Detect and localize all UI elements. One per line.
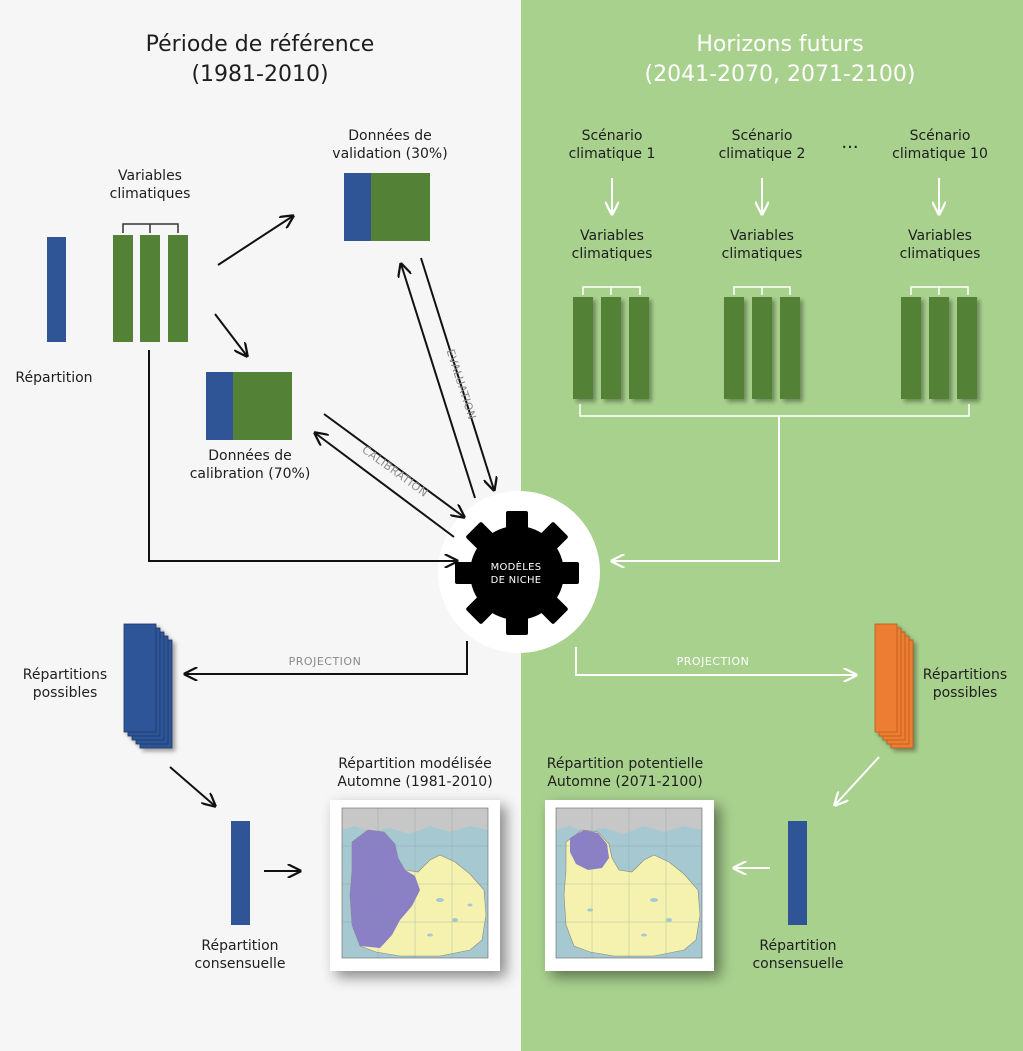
gear-label: MODÈLES DE NICHE <box>488 561 544 587</box>
possible-label-left-line2: possibles <box>32 684 98 701</box>
calibration-label-line1: Données de <box>208 448 292 464</box>
map-caption-left-line1: Répartition modélisée <box>338 756 492 772</box>
scenario-ellipsis: ... <box>841 132 859 153</box>
arrow-scenarios-to-model <box>612 416 780 561</box>
scenario-2-label: Scénario climatique 2 <box>702 128 822 163</box>
right-title-line2: (2041-2070, 2071-2100) <box>644 61 916 87</box>
variables-label-s10-line2: climatiques <box>899 245 981 262</box>
arrow-evaluation-down <box>420 257 494 490</box>
variables-label-s1-line1: Variables <box>580 228 644 244</box>
consensus-label-left-line1: Répartition <box>201 938 279 954</box>
calibration-data-block <box>206 372 292 440</box>
arrow-calibration-forward <box>323 413 464 517</box>
variables-label-s1-line2: climatiques <box>571 245 653 262</box>
consensus-label-left-line2: consensuelle <box>194 955 286 972</box>
variables-bars-scenario-10 <box>901 286 977 399</box>
possible-repartitions-stack-left <box>123 623 173 749</box>
consensus-label-right: Répartition consensuelle <box>738 938 858 973</box>
possible-repartitions-stack-right <box>874 623 914 749</box>
validation-label-line2: validation (30%) <box>332 145 448 162</box>
gear-icon <box>455 511 579 635</box>
scenario-10-label-line2: climatique 10 <box>892 145 988 162</box>
left-title-line1: Période de référence <box>145 32 375 57</box>
scenario-2-label-line1: Scénario <box>731 128 793 144</box>
validation-label: Données de validation (30%) <box>320 128 460 163</box>
consensus-bar-right <box>788 821 807 925</box>
gear-label-line2: DE NICHE <box>490 575 542 586</box>
validation-data-block <box>344 173 430 241</box>
scenario-1-label-line2: climatique 1 <box>568 145 656 162</box>
scenario-10-label: Scénario climatique 10 <box>875 128 1005 163</box>
calibration-label: Données de calibration (70%) <box>180 448 320 483</box>
arrow-to-consensus-right <box>835 756 880 805</box>
gear-label-line1: MODÈLES <box>490 562 542 573</box>
map-caption-left-line2: Automne (1981-2010) <box>337 773 493 790</box>
scenario-1-label: Scénario climatique 1 <box>552 128 672 163</box>
arrow-calibration-back <box>315 433 455 538</box>
map-potential-2071-2100 <box>545 800 714 971</box>
variables-label-left-line2: climatiques <box>109 185 191 202</box>
possible-label-right-line2: possibles <box>932 684 998 701</box>
possible-label-right: Répartitions possibles <box>910 667 1020 702</box>
arrow-to-consensus-left <box>169 766 215 806</box>
arrow-repartition-to-model <box>148 350 457 561</box>
variables-label-scenario-10: Variables climatiques <box>880 228 1000 263</box>
possible-label-left-line1: Répartitions <box>22 667 108 683</box>
arrow-to-calibration <box>214 313 247 356</box>
projection-label-right: PROJECTION <box>676 655 750 668</box>
consensus-label-right-line1: Répartition <box>759 938 837 954</box>
map-caption-right: Répartition potentielle Automne (2071-21… <box>535 756 715 791</box>
variables-bars-left <box>113 223 188 342</box>
right-title-line1: Horizons futurs <box>696 32 864 57</box>
scenario-1-label-line1: Scénario <box>581 128 643 144</box>
variables-label-left-line1: Variables <box>118 168 182 184</box>
repartition-bar <box>47 237 66 342</box>
variables-label-scenario-2: Variables climatiques <box>702 228 822 263</box>
arrow-projection-right <box>575 647 856 675</box>
repartition-label: Répartition <box>15 370 93 386</box>
validation-label-line1: Données de <box>348 128 432 144</box>
variables-bars-scenario-2 <box>724 286 800 399</box>
variables-label-s2-line2: climatiques <box>721 245 803 262</box>
right-title: Horizons futurs (2041-2070, 2071-2100) <box>615 30 945 89</box>
left-title-line2: (1981-2010) <box>191 61 329 87</box>
left-title: Période de référence (1981-2010) <box>110 30 410 89</box>
map-caption-left: Répartition modélisée Automne (1981-2010… <box>325 756 505 791</box>
variables-label-s2-line1: Variables <box>730 228 794 244</box>
arrow-to-validation <box>217 216 293 266</box>
scenario-10-label-line1: Scénario <box>909 128 971 144</box>
map-caption-right-line2: Automne (2071-2100) <box>547 773 703 790</box>
variables-label-scenario-1: Variables climatiques <box>552 228 672 263</box>
consensus-label-right-line2: consensuelle <box>752 955 844 972</box>
arrow-evaluation-up <box>401 264 476 499</box>
map-modelled-1981-2010 <box>330 800 500 971</box>
variables-label-s10-line1: Variables <box>908 228 972 244</box>
consensus-bar-left <box>231 821 250 925</box>
possible-label-left: Répartitions possibles <box>10 667 120 702</box>
scenario-2-label-line2: climatique 2 <box>718 145 806 162</box>
projection-label-left: PROJECTION <box>288 655 362 668</box>
consensus-label-left: Répartition consensuelle <box>180 938 300 973</box>
map-caption-right-line1: Répartition potentielle <box>546 756 704 772</box>
possible-label-right-line1: Répartitions <box>922 667 1008 683</box>
calibration-label-line2: calibration (70%) <box>189 465 311 482</box>
arrow-projection-left <box>185 641 468 674</box>
variables-bars-scenario-1 <box>573 286 649 399</box>
variables-label-left: Variables climatiques <box>90 168 210 203</box>
